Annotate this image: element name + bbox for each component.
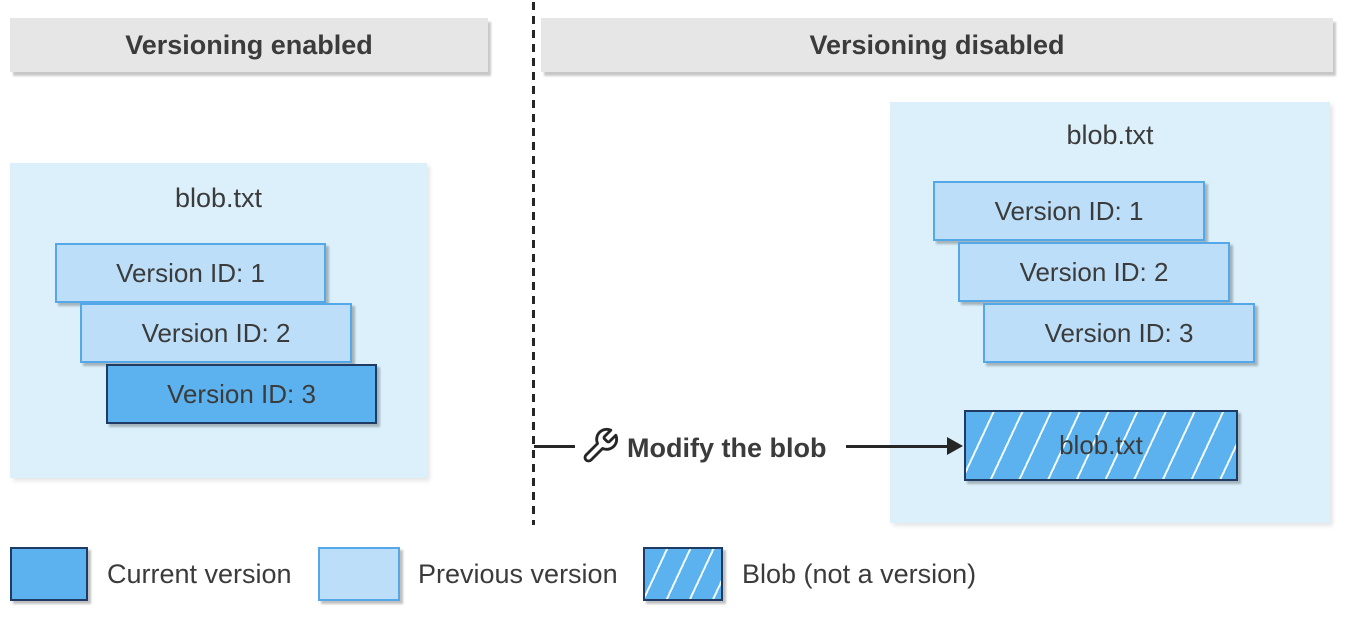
legend-label-blob-not-a-version: Blob (not a version) [742,558,977,589]
panel-versioning-enabled: blob.txt Version ID: 1 Version ID: 2 Ver… [10,163,427,478]
legend-swatch-current-version [10,547,88,601]
legend-label-previous-version: Previous version [418,558,618,589]
version-box-previous-3-right: Version ID: 3 [983,303,1255,363]
legend-label-current-version: Current version [107,558,292,589]
header-versioning-enabled: Versioning enabled [10,18,488,72]
legend-swatch-previous-version [318,547,400,601]
legend: Current version Previous version Blob (n… [0,547,1345,601]
modify-the-blob-label: Modify the blob [627,433,827,463]
wrench-icon [580,426,620,466]
dashed-divider-line [532,2,535,525]
version-box-previous-1-right: Version ID: 1 [933,181,1205,241]
modify-arrow-line [846,445,949,448]
legend-swatch-blob-not-a-version [643,547,723,601]
modify-arrow-head [947,437,963,455]
version-box-current-left: Version ID: 3 [106,364,377,424]
connector-line [534,445,575,448]
version-box-previous-1-left: Version ID: 1 [55,243,326,303]
version-box-previous-2-right: Version ID: 2 [958,242,1230,302]
blob-box-not-a-version: blob.txt [964,410,1238,481]
blob-title-left: blob.txt [174,183,263,213]
panel-versioning-disabled: blob.txt Version ID: 1 Version ID: 2 Ver… [890,102,1330,523]
version-box-previous-2-left: Version ID: 2 [80,303,352,363]
blob-title-right: blob.txt [1066,120,1154,150]
header-versioning-disabled: Versioning disabled [541,18,1333,72]
